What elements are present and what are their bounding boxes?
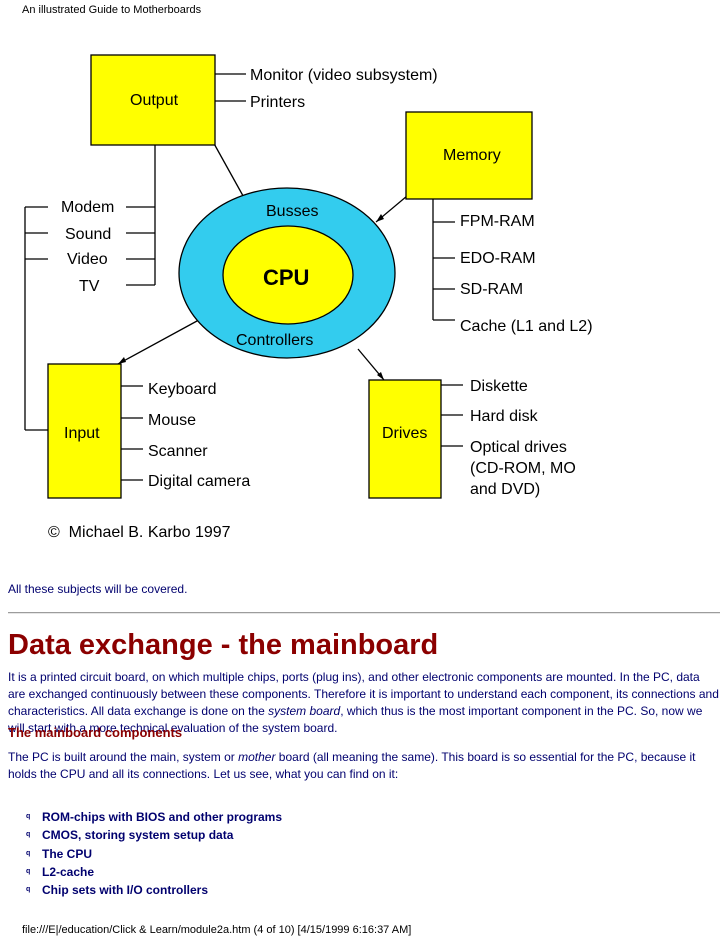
motherboard-diagram: Output Memory Input Drives Busses Contro… xyxy=(24,54,593,541)
memory-item: Cache (L1 and L2) xyxy=(460,318,593,335)
memory-item: EDO-RAM xyxy=(460,250,536,267)
bullet-icon: q xyxy=(26,831,31,839)
intro-text: All these subjects will be covered. xyxy=(8,582,188,596)
page-footer: file:///E|/education/Click & Learn/modul… xyxy=(22,924,412,936)
cpu-ellipse xyxy=(222,225,354,325)
left-item: Modem xyxy=(61,199,114,216)
drives-box xyxy=(368,379,442,499)
bullet-icon: q xyxy=(26,886,31,894)
section-subheading: The mainboard components xyxy=(8,725,183,740)
list-item: q CMOS, storing system setup data xyxy=(26,826,282,844)
left-item: Video xyxy=(67,251,108,268)
output-item: Printers xyxy=(250,94,305,111)
paragraph-1-emphasis: system board xyxy=(268,704,341,718)
input-item: Scanner xyxy=(148,443,208,460)
drives-box-label: Drives xyxy=(382,425,427,442)
list-item-label: CMOS, storing system setup data xyxy=(42,828,234,843)
drives-item: Optical drives xyxy=(470,439,567,456)
list-item: q L2-cache xyxy=(26,863,282,881)
input-item: Mouse xyxy=(148,412,196,429)
list-item: q ROM-chips with BIOS and other programs xyxy=(26,808,282,826)
memory-item: FPM-RAM xyxy=(460,213,535,230)
paragraph-2-emphasis: mother xyxy=(238,750,276,764)
page-header-title: An illustrated Guide to Motherboards xyxy=(22,4,202,16)
paragraph-1: It is a printed circuit board, on which … xyxy=(8,669,720,737)
list-item-label: ROM-chips with BIOS and other programs xyxy=(42,810,283,825)
list-item-label: L2-cache xyxy=(42,865,95,880)
memory-item: SD-RAM xyxy=(460,281,523,298)
output-box xyxy=(90,54,216,146)
bullet-icon: q xyxy=(26,868,31,876)
list-item-label: Chip sets with I/O controllers xyxy=(42,883,209,898)
left-item: TV xyxy=(79,278,100,295)
memory-box xyxy=(405,111,533,200)
paragraph-2: The PC is built around the main, system … xyxy=(8,749,720,783)
input-box xyxy=(47,363,122,499)
left-item: Sound xyxy=(65,226,111,243)
output-box-label: Output xyxy=(130,92,179,109)
output-item: Monitor (video subsystem) xyxy=(250,67,438,84)
cpu-label: CPU xyxy=(263,265,309,290)
page-heading: Data exchange - the mainboard xyxy=(8,629,439,661)
list-item: q The CPU xyxy=(26,845,282,863)
paragraph-2-text: The PC is built around the main, system … xyxy=(8,750,239,764)
drives-item: (CD-ROM, MO xyxy=(470,460,576,477)
memory-box-label: Memory xyxy=(443,147,501,164)
paragraph-1-text: It is a printed circuit board, on which … xyxy=(8,670,719,718)
list-item-label: The CPU xyxy=(42,846,93,861)
bullet-icon: q xyxy=(26,849,31,857)
paragraph-2-text-end: board (all meaning the same). This board… xyxy=(8,750,696,781)
diagram-connectors xyxy=(24,73,463,481)
input-box-label: Input xyxy=(64,425,100,442)
drives-item: and DVD) xyxy=(470,481,540,498)
horizontal-rule xyxy=(8,612,720,614)
bullet-icon: q xyxy=(26,813,31,821)
paragraph-1-text-end: , which thus is the most important compo… xyxy=(8,704,703,735)
input-item: Digital camera xyxy=(148,473,250,490)
input-item: Keyboard xyxy=(148,381,217,398)
drives-item: Diskette xyxy=(470,378,528,395)
list-item: q Chip sets with I/O controllers xyxy=(26,881,282,899)
diagram-copyright: © Michael B. Karbo 1997 xyxy=(48,524,231,541)
drives-item: Hard disk xyxy=(470,408,539,425)
busses-label: Busses xyxy=(266,203,318,220)
controllers-label: Controllers xyxy=(236,332,313,349)
